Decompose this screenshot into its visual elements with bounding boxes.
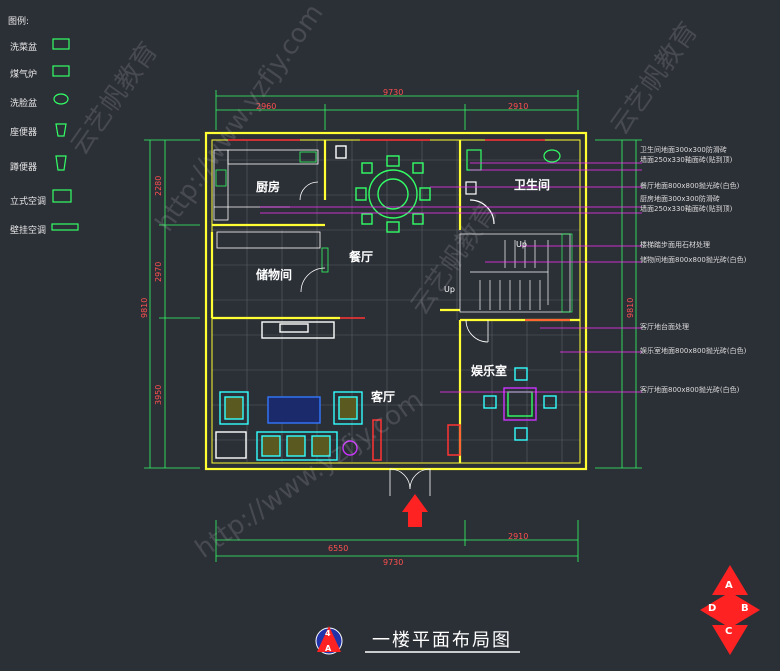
entrance-arrow (402, 494, 428, 527)
room-label-dining: 餐厅 (349, 250, 374, 264)
note-6: 楼梯踏步面用石材处理 (640, 241, 710, 249)
note-10: 客厅地面800x800抛光砖(白色) (640, 386, 740, 394)
legend-item-sink: 洗菜盆 (10, 43, 38, 53)
legend-item-squat-toilet: 蹲便器 (10, 163, 38, 173)
legend-item-standing-ac: 立式空调 (10, 197, 47, 207)
note-1: 卫生间地面300x300防滑砖 (640, 146, 727, 154)
legend-icons (51, 38, 79, 231)
note-2: 墙面250x330釉面砖(贴到顶) (640, 156, 733, 164)
title-badge (315, 626, 520, 655)
room-label-storage: 储物间 (256, 268, 293, 282)
dim-bottom-right: 2910 (508, 532, 529, 541)
legend-heading: 图例: (8, 17, 30, 27)
entrance-doors (389, 319, 489, 496)
dim-left-top: 2280 (154, 175, 163, 196)
staircase (459, 233, 573, 313)
dim-top-left: 2960 (256, 102, 277, 111)
legend-item-toilet: 座便器 (10, 128, 38, 138)
legend-item-wall-ac: 壁挂空调 (10, 226, 47, 236)
dining-table (335, 145, 431, 233)
compass-a: A (725, 580, 733, 591)
top-dimension-lines (215, 90, 579, 130)
dim-right-total: 9810 (626, 297, 635, 318)
note-5: 墙面250x330釉面砖(贴到顶) (640, 205, 733, 213)
dim-left-bottom: 3950 (154, 384, 163, 405)
note-9: 娱乐室地面800x800抛光砖(白色) (640, 347, 747, 355)
dim-bottom-left: 6550 (328, 544, 349, 553)
compass-d: D (708, 603, 717, 614)
note-8: 客厅地台面处理 (640, 323, 689, 331)
mahjong-table (483, 367, 557, 441)
compass-rose (700, 565, 760, 655)
note-4: 厨房地面300x300防滑砖 (640, 195, 720, 203)
right-dimension-lines (595, 139, 642, 469)
room-label-bathroom: 卫生间 (514, 178, 551, 192)
room-label-kitchen: 厨房 (256, 180, 281, 194)
legend-item-gas-stove: 煤气炉 (10, 70, 38, 80)
dim-top-right: 2910 (508, 102, 529, 111)
bottom-dimension-lines (215, 520, 579, 562)
storage-shelf (216, 231, 329, 293)
drawing-title: 一楼平面布局图 (372, 630, 512, 651)
stair-up-label-2: Up (444, 285, 455, 294)
compass-b: B (741, 603, 749, 614)
dim-left-mid: 2970 (154, 261, 163, 282)
annotation-leaders (260, 162, 642, 393)
title-badge-bottom: A (325, 644, 332, 653)
stair-up-label-1: Up (516, 240, 527, 249)
note-7: 储物间地面800x800抛光砖(白色) (640, 256, 747, 264)
note-3: 餐厅地面800x800抛光砖(白色) (640, 182, 740, 190)
living-sofa (215, 321, 363, 461)
windows (228, 139, 570, 461)
compass-c: C (725, 626, 733, 637)
title-badge-top: 4 (325, 629, 331, 638)
room-label-living: 客厅 (371, 390, 396, 404)
room-label-entertainment: 娱乐室 (471, 364, 508, 378)
dim-left-total: 9810 (140, 297, 149, 318)
left-dimension-lines (144, 139, 200, 469)
legend-item-washbasin: 洗脸盆 (10, 99, 38, 109)
dim-top-total: 9730 (383, 88, 404, 97)
dim-bottom-total: 9730 (383, 558, 404, 567)
